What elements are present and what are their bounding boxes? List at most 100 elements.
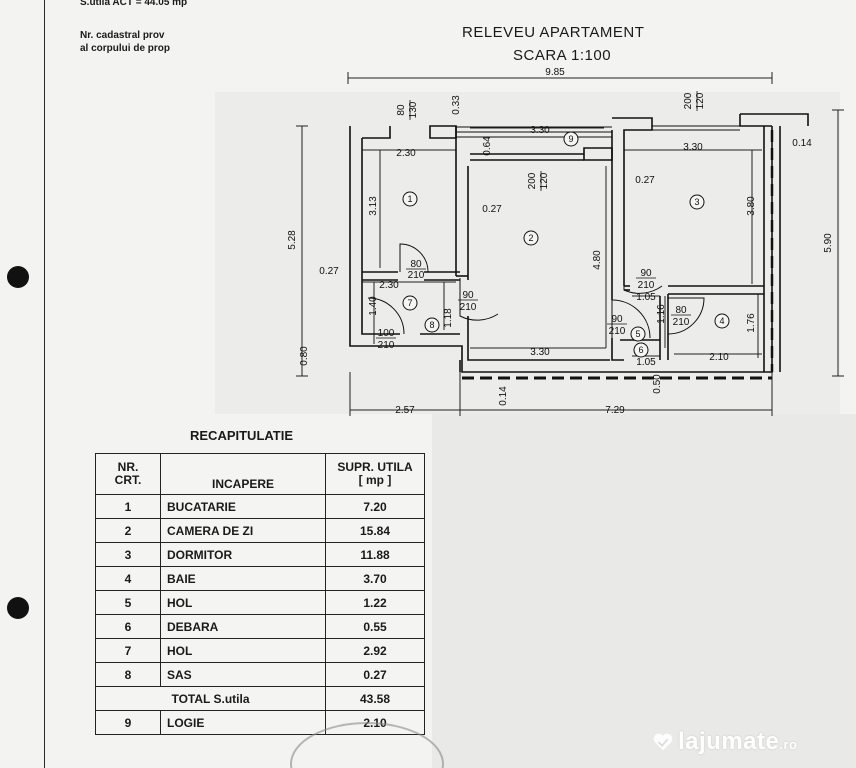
header-nr-line1: NR. [117, 460, 139, 474]
loggia-name: LOGIE [160, 710, 326, 735]
door6-height: 210 [673, 317, 690, 328]
room-label-8: 8 [429, 320, 434, 330]
header-incapere: INCAPERE [160, 453, 326, 495]
dim-room2-height: 4.80 [592, 250, 603, 270]
row-nr: 3 [95, 542, 161, 567]
dim-room2-bottom: 3.30 [530, 347, 550, 358]
dim-total-height: 5.90 [823, 233, 834, 253]
window2-height: 120 [539, 172, 550, 189]
plan-scale: SCARA 1:100 [513, 47, 612, 64]
row-area: 1.22 [325, 590, 425, 615]
dim-bottom-right: 7.29 [605, 405, 625, 416]
row-nr: 4 [95, 566, 161, 591]
door4-height: 210 [638, 280, 655, 291]
row-area: 0.27 [325, 662, 425, 687]
dim-bath-height: 1.76 [746, 313, 757, 333]
window3-height: 120 [695, 92, 706, 109]
photo-shade-bottom-right [432, 414, 856, 768]
row-area: 3.70 [325, 566, 425, 591]
row-name: SAS [160, 662, 326, 687]
dim-hall-height: 1.16 [656, 304, 667, 324]
row-nr: 7 [95, 638, 161, 663]
door2-width: 90 [462, 290, 474, 301]
row-area: 7.20 [325, 494, 425, 519]
dim-left-height: 5.28 [287, 230, 298, 250]
window1-width: 80 [396, 104, 407, 116]
punch-hole [7, 266, 29, 288]
dim-wall-080: 0.80 [299, 346, 310, 366]
loggia-nr: 9 [95, 710, 161, 735]
header-supr: SUPR. UTILA[ mp ] [325, 453, 425, 495]
room-label-2: 2 [528, 233, 533, 243]
door4-width: 90 [640, 268, 652, 279]
window1-height: 130 [408, 101, 419, 118]
room-label-6: 6 [638, 345, 643, 355]
dim-wall-033: 0.33 [451, 95, 462, 115]
row-nr: 8 [95, 662, 161, 687]
row-area: 0.55 [325, 614, 425, 639]
dim-room1-width-b: 2.30 [379, 280, 399, 291]
door5-height: 210 [609, 326, 626, 337]
row-nr: 5 [95, 590, 161, 615]
room-label-3: 3 [694, 197, 699, 207]
margin-line [44, 0, 45, 768]
header-supr-line1: SUPR. UTILA [337, 460, 413, 474]
door1-height: 210 [408, 270, 425, 281]
door6-width: 80 [675, 305, 687, 316]
room-label-4: 4 [719, 316, 724, 326]
door3-width: 100 [378, 328, 395, 339]
header-nr: NR.CRT. [95, 453, 161, 495]
heart-check-icon [653, 733, 673, 751]
header-cadastral: Nr. cadastral prov [80, 30, 165, 41]
row-area: 11.88 [325, 542, 425, 567]
total-value: 43.58 [325, 686, 425, 711]
row-nr: 6 [95, 614, 161, 639]
row-area: 2.92 [325, 638, 425, 663]
dim-room1-width: 2.30 [396, 148, 416, 159]
dim-hall-width-b: 1.05 [636, 357, 656, 368]
dim-wall-027-b: 0.27 [482, 204, 502, 215]
header-supr-line2: [ mp ] [358, 473, 392, 487]
plan-title: RELEVEU APARTAMENT [462, 24, 645, 41]
header-nr-line2: CRT. [114, 473, 142, 487]
header-area: S.utila ACT = 44.05 mp [80, 0, 188, 8]
room-label-1: 1 [407, 194, 412, 204]
row-name: CAMERA DE ZI [160, 518, 326, 543]
row-name: HOL [160, 638, 326, 663]
dim-bath-width: 2.10 [709, 352, 729, 363]
row-nr: 2 [95, 518, 161, 543]
row-name: BAIE [160, 566, 326, 591]
floor-plan: 1 2 3 4 5 6 7 8 9 9.85 2.30 2.30 3.30 3.… [287, 67, 844, 416]
dim-wall-027-c: 0.27 [635, 175, 655, 186]
dim-wall-014-b: 0.14 [498, 386, 509, 406]
dim-sas-height: 1.18 [443, 308, 454, 328]
row-name: HOL [160, 590, 326, 615]
dim-wall-064: 0.64 [482, 136, 493, 156]
door2-height: 210 [460, 302, 477, 313]
dim-room1-height: 3.13 [368, 196, 379, 216]
door1-width: 80 [410, 259, 422, 270]
dim-room7-height: 1.40 [368, 296, 379, 316]
row-area: 15.84 [325, 518, 425, 543]
header-corp: al corpului de prop [80, 43, 171, 54]
dim-wall-027-a: 0.27 [319, 266, 339, 277]
dim-total-width: 9.85 [545, 67, 565, 78]
dim-loggia-width: 3.30 [530, 125, 550, 136]
dim-wall-050: 0.50 [652, 374, 663, 394]
row-name: DEBARA [160, 614, 326, 639]
door3-height: 210 [378, 340, 395, 351]
watermark-suffix: .ro [779, 737, 798, 752]
dim-hall-width: 1.05 [636, 292, 656, 303]
room-label-9: 9 [568, 134, 573, 144]
watermark-brand: lajumate [678, 728, 780, 755]
